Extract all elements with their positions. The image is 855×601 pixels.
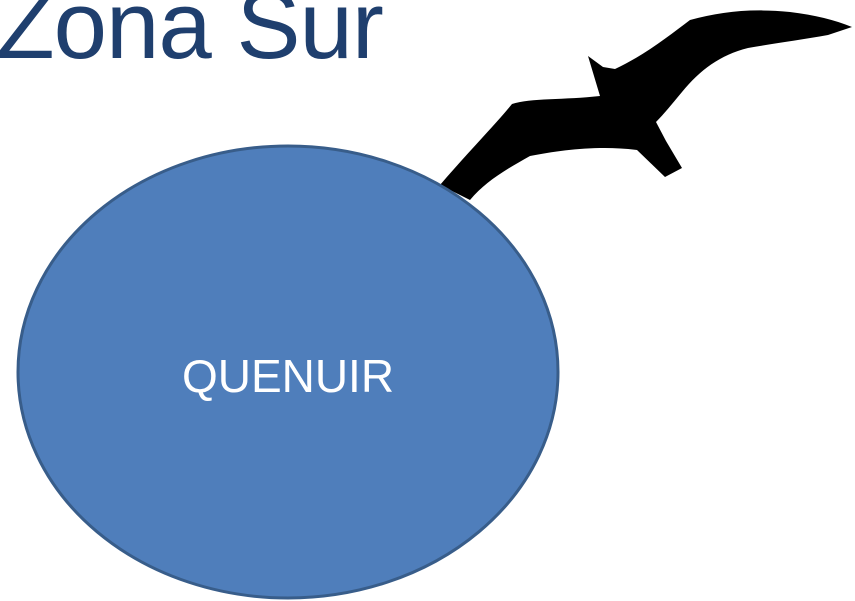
quenuir-node <box>16 144 560 600</box>
page-title: Zona Sur <box>0 0 384 79</box>
quenuir-label: QUENUIR <box>182 350 394 402</box>
seagull-silhouette-icon <box>440 10 852 200</box>
